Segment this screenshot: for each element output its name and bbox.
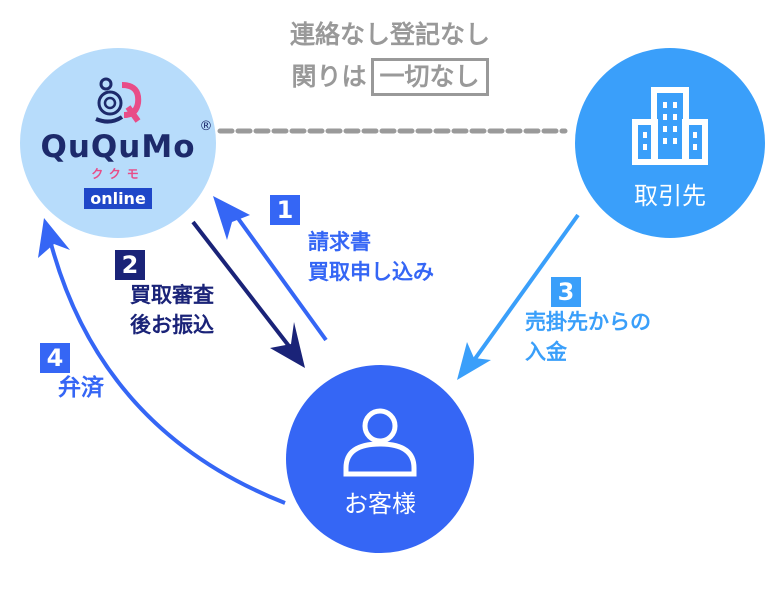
logo-wordmark: QuQuMo [40,129,196,165]
note-line-2-prefix: 関りは [291,62,367,91]
arrow-step-1 [213,196,328,342]
step-1-badge: 1 [270,195,300,225]
step-1-line-1: 請求書 [308,230,371,254]
step-2-line-2: 後お振込 [130,313,214,337]
step-1-line-2: 買取申し込み [308,260,434,284]
step-2-line-1: 買取審査 [130,283,214,307]
step-4: 4 弁済 [40,343,104,403]
step-1: 1 請求書 買取申し込み [270,195,434,287]
step-3-line-2: 入金 [525,340,567,364]
step-2-text: 買取審査 後お振込 [130,280,214,340]
building-icon [632,86,708,165]
customer-label: お客様 [344,489,416,518]
customer-node: お客様 [286,365,474,553]
note-line-2: 関りは一切なし [270,56,510,98]
step-3-line-1: 売掛先からの [525,310,651,334]
partner-label: 取引先 [634,181,706,210]
ququmo-logo-text: QuQuMo ® [40,119,213,165]
step-4-text: 弁済 [58,373,104,403]
person-icon [343,408,417,476]
ququmo-node: QuQuMo ® ククモ online [20,48,216,238]
step-3: 3 売掛先からの 入金 [525,277,651,367]
ququmo-kana: ククモ [91,167,145,181]
ququmo-mascot-icon [95,77,142,124]
step-4-line-1: 弁済 [58,375,104,401]
step-2-badge: 2 [115,250,145,280]
arrow-step-3 [457,213,580,380]
step-2: 2 買取審査 後お振込 [115,250,214,340]
registered-mark: ® [199,119,214,134]
note-line-1: 連絡なし登記なし [289,20,490,49]
online-badge: online [84,188,152,209]
partner-node: 取引先 [575,48,765,238]
note-boxed-text: 一切なし [370,58,489,96]
arrow-step-4 [38,218,286,505]
step-1-text: 請求書 買取申し込み [308,227,434,287]
no-contact-note: 連絡なし登記なし 関りは一切なし [270,14,510,98]
step-3-text: 売掛先からの 入金 [525,307,651,367]
arrow-step-2 [191,220,305,368]
step-4-badge: 4 [40,343,70,373]
step-3-badge: 3 [551,277,581,307]
